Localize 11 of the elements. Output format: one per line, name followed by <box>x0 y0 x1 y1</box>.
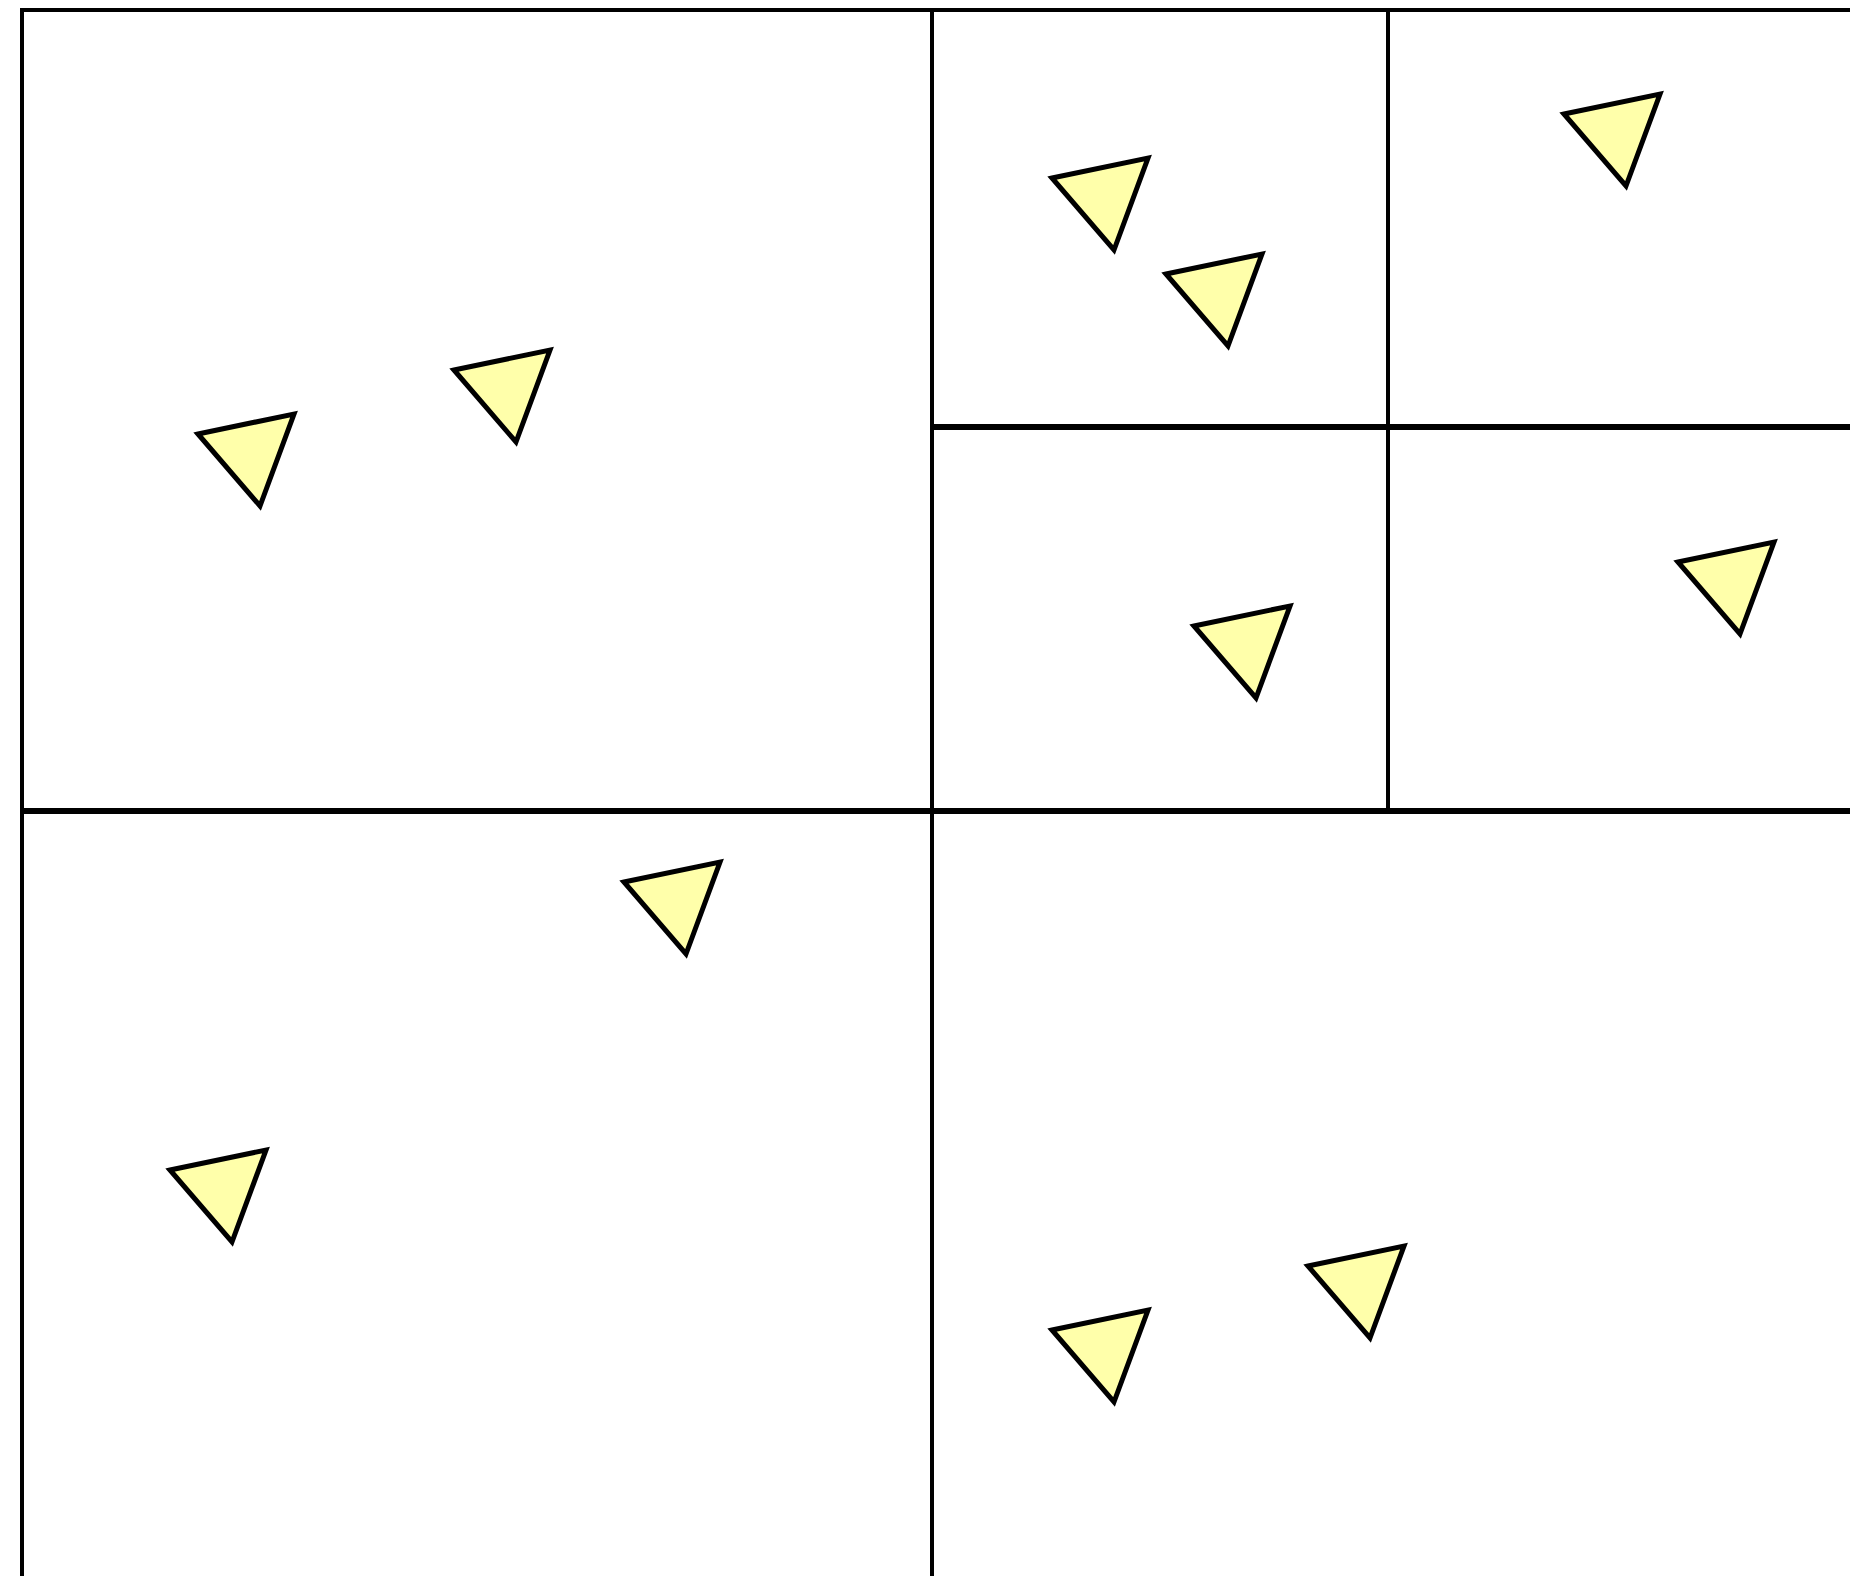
triangle-marker <box>1560 90 1664 190</box>
triangle-marker <box>166 1146 270 1246</box>
triangle-marker <box>1674 538 1778 638</box>
triangle-marker <box>1048 154 1152 254</box>
triangle-marker <box>1048 1306 1152 1406</box>
triangle-marker <box>1190 602 1294 702</box>
triangle-marker <box>450 346 554 446</box>
triangle-marker <box>620 858 724 958</box>
triangle-marker <box>1162 250 1266 350</box>
triangle-marker <box>194 410 298 510</box>
triangle-marker <box>1304 1242 1408 1342</box>
